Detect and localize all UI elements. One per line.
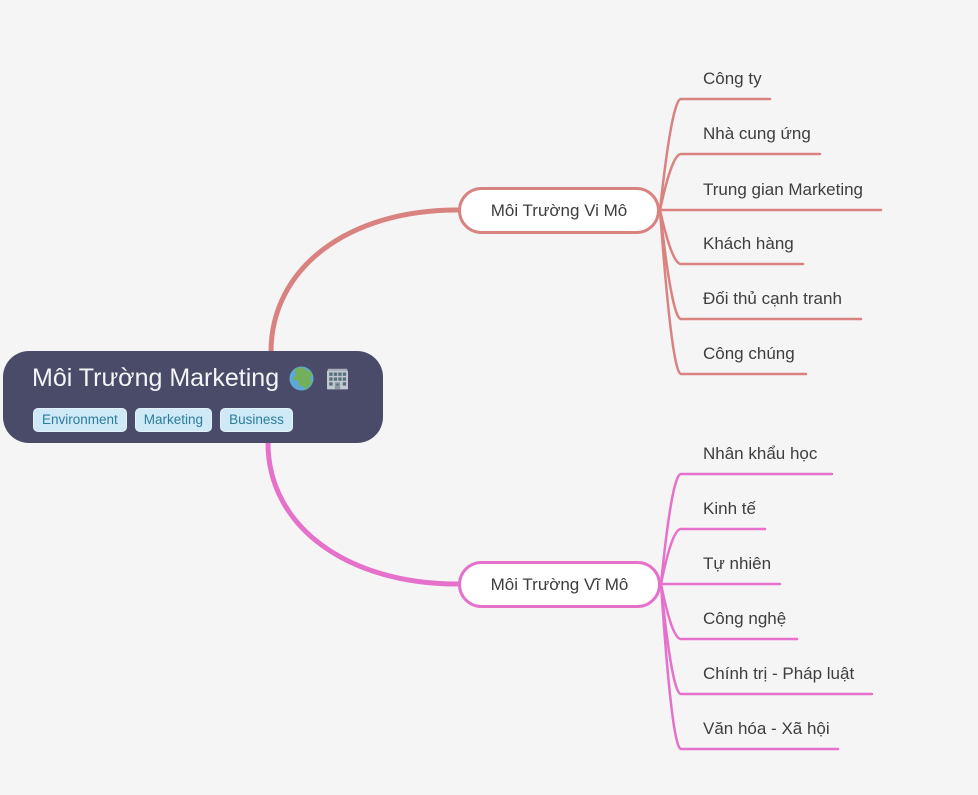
office-building-icon <box>324 365 351 392</box>
child-node-cong-nghe[interactable]: Công nghệ <box>703 609 787 628</box>
root-title: Môi Trường Marketing <box>32 364 280 392</box>
child-node-doi-thu-canh-tranh[interactable]: Đối thủ cạnh tranh <box>703 289 842 308</box>
child-link-nhan-khau-hoc <box>659 472 834 586</box>
child-link-kinh-te <box>659 527 767 586</box>
child-node-cong-chung[interactable]: Công chúng <box>703 344 795 363</box>
branch-vi-mo-trunk-line <box>268 207 460 355</box>
child-node-cong-ty[interactable]: Công ty <box>703 69 762 88</box>
branch-node-vi-mo-label: Môi Trường Vi Mô <box>490 200 628 220</box>
child-node-nha-cung-ung[interactable]: Nhà cung ứng <box>703 124 811 143</box>
branch-node-vĩ-mo[interactable]: Môi Trường Vĩ Mô <box>458 561 661 608</box>
child-link-khach-hang <box>658 208 805 266</box>
child-node-kinh-te[interactable]: Kinh tế <box>703 499 756 518</box>
branch-node-vi-mo[interactable]: Môi Trường Vi Mô <box>458 187 660 234</box>
child-node-trung-gian-marketing[interactable]: Trung gian Marketing <box>703 180 864 199</box>
tag-environment: Environment <box>33 408 127 432</box>
root-tags: Environment Marketing Business <box>33 408 293 432</box>
child-link-cong-ty <box>658 97 772 212</box>
child-node-chinh-tri-phap-luat[interactable]: Chính trị - Pháp luật <box>703 664 855 683</box>
branch-node-vĩ-mo-label: Môi Trường Vĩ Mô <box>490 574 629 594</box>
tag-business: Business <box>220 408 293 432</box>
root-title-row: Môi Trường Marketing <box>32 364 351 393</box>
child-link-cong-chung <box>658 208 808 376</box>
tag-marketing: Marketing <box>134 408 213 432</box>
child-node-nhan-khau-hoc[interactable]: Nhân khẩu học <box>703 444 818 463</box>
root-node[interactable]: Môi Trường Marketing <box>3 351 383 443</box>
child-node-khach-hang[interactable]: Khách hàng <box>703 234 794 253</box>
globe-icon <box>288 365 315 392</box>
child-node-tu-nhien[interactable]: Tự nhiên <box>703 554 772 573</box>
child-node-van-hoa-xa-hoi[interactable]: Văn hóa - Xã hội <box>703 719 830 738</box>
child-link-van-hoa-xa-hoi <box>659 582 840 751</box>
branch-vĩ-mo-trunk-line <box>265 440 460 587</box>
child-link-nha-cung-ung <box>658 152 822 212</box>
